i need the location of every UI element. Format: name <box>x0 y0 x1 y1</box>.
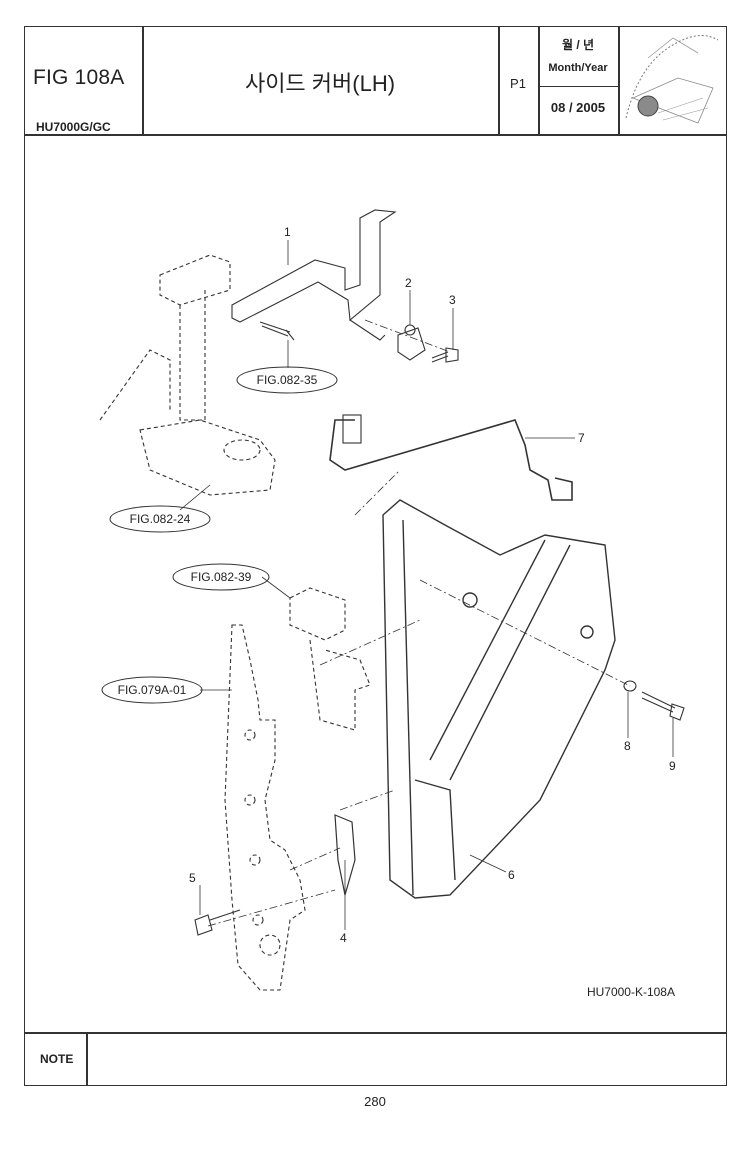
callout-7: 7 <box>578 431 585 445</box>
date-divider <box>538 86 618 87</box>
part-9-bolt <box>641 691 685 721</box>
reference-fig082-35: FIG.082-35 <box>257 373 318 387</box>
part-3-bolt <box>431 347 459 363</box>
bracket-fig082-39 <box>289 587 371 731</box>
reference-fig082-39: FIG.082-39 <box>191 570 252 584</box>
note-label: NOTE <box>40 1052 74 1066</box>
part-bolt-fig082-35 <box>259 321 295 341</box>
frame-fig079a-01 <box>224 624 306 991</box>
drawing-code: HU7000-K-108A <box>587 985 675 999</box>
part-1-bracket <box>231 209 397 341</box>
callout-4: 4 <box>340 931 347 945</box>
ref-oval-079a-01 <box>101 676 203 704</box>
ref-oval-082-24 <box>109 505 211 533</box>
callout-8: 8 <box>624 739 631 753</box>
callout-5: 5 <box>189 871 196 885</box>
callout-2: 2 <box>405 276 412 290</box>
header-divider-2 <box>498 26 500 134</box>
note-divider <box>86 1032 88 1086</box>
note-top-rule <box>24 1032 727 1034</box>
part-6-side-cover <box>382 499 616 899</box>
issue-date: 08 / 2005 <box>550 100 606 115</box>
figure-code: FIG 108A <box>33 66 125 89</box>
locator-highlight-icon <box>637 95 659 117</box>
ref-oval-082-39 <box>172 563 270 591</box>
header-divider-3 <box>538 26 540 134</box>
page-frame <box>24 26 727 1086</box>
header-divider-1 <box>142 26 144 134</box>
callout-9: 9 <box>669 759 676 773</box>
part-8-washer <box>623 680 637 692</box>
model-name: HU7000G/GC <box>36 120 111 134</box>
month-year-label: Month/Year <box>548 62 608 74</box>
part-7-rod <box>329 419 573 501</box>
exploded-parts-diagram: 1 2 3 4 5 6 7 8 9 FIG.082-35 FIG.082-24 … <box>99 209 685 999</box>
month-year-label-korean: 월 / 년 <box>561 38 595 52</box>
reference-fig082-24: FIG.082-24 <box>130 512 191 526</box>
callout-3: 3 <box>449 293 456 307</box>
page-code: P1 <box>510 76 526 91</box>
reference-fig079a-01: FIG.079A-01 <box>118 683 187 697</box>
locator-thumbnail <box>625 35 719 124</box>
page-number: 280 <box>364 1094 386 1109</box>
header-bottom-rule <box>24 134 727 136</box>
part-4-plate <box>334 814 356 896</box>
page-title: 사이드 커버(LH) <box>244 71 396 96</box>
header-divider-4 <box>618 26 620 134</box>
callout-1: 1 <box>284 225 291 239</box>
ref-oval-082-35 <box>236 366 338 394</box>
part-5-bolt <box>194 909 241 936</box>
callout-6: 6 <box>508 868 515 882</box>
part-2-clamp <box>397 324 426 361</box>
frame-mount-assembly <box>99 254 276 496</box>
